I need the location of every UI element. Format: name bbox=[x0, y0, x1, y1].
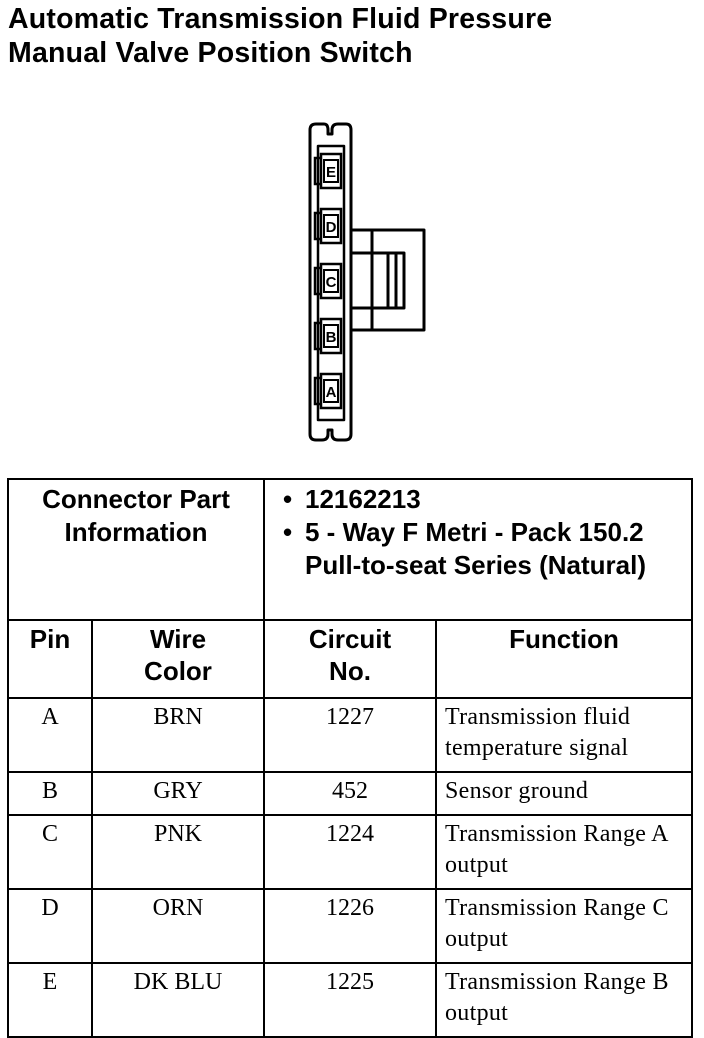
circuit-cell: 1225 bbox=[263, 962, 437, 1038]
wire-color-cell: ORN bbox=[91, 888, 265, 964]
part-number: 12162213 bbox=[305, 484, 421, 514]
pin-cavity-a: A bbox=[313, 372, 343, 410]
circuit-cell: 1226 bbox=[263, 888, 437, 964]
connector-diagram: E D C B A bbox=[308, 122, 426, 442]
table-row: E DK BLU 1225 Transmission Range B outpu… bbox=[7, 962, 694, 1038]
pin-cavity-e: E bbox=[313, 152, 343, 190]
info-label: Connector Part Information bbox=[7, 478, 265, 621]
pin-cavity-c: C bbox=[313, 262, 343, 300]
table-row: D ORN 1226 Transmission Range C output bbox=[7, 888, 694, 964]
circuit-cell: 1227 bbox=[263, 697, 437, 773]
circuit-cell: 452 bbox=[263, 771, 437, 816]
table-row: C PNK 1224 Transmission Range A output bbox=[7, 814, 694, 890]
pin-label: C bbox=[326, 274, 337, 291]
wire-color-cell: PNK bbox=[91, 814, 265, 890]
title-line-1: Automatic Transmission Fluid Pressure bbox=[8, 3, 553, 35]
info-item-description: • 5 - Way F Metri - Pack 150.2 Pull-to-s… bbox=[283, 516, 685, 582]
pin-cell: E bbox=[7, 962, 93, 1038]
info-row: Connector Part Information • 12162213 • … bbox=[7, 478, 694, 621]
connector-housing bbox=[308, 122, 353, 442]
circuit-cell: 1224 bbox=[263, 814, 437, 890]
info-label-line-2: Information bbox=[64, 517, 208, 547]
pin-cavity-d: D bbox=[313, 207, 343, 245]
pin-label: D bbox=[326, 219, 337, 236]
function-cell: Transmission Range A output bbox=[434, 814, 694, 890]
info-item-part-number: • 12162213 bbox=[283, 483, 685, 516]
header-pin: Pin bbox=[7, 619, 93, 699]
pin-cell: D bbox=[7, 888, 93, 964]
pin-label: B bbox=[326, 329, 337, 346]
pin-cell: A bbox=[7, 697, 93, 773]
page-title: Automatic Transmission Fluid Pressure Ma… bbox=[8, 2, 698, 70]
pin-cell: C bbox=[7, 814, 93, 890]
connector-description: 5 - Way F Metri - Pack 150.2 Pull-to-sea… bbox=[305, 517, 646, 580]
title-line-2: Manual Valve Position Switch bbox=[8, 37, 413, 69]
connector-pin-table: Connector Part Information • 12162213 • … bbox=[7, 478, 694, 1038]
pin-label: A bbox=[326, 384, 337, 401]
function-cell: Sensor ground bbox=[434, 771, 694, 816]
function-cell: Transmission fluid temperature signal bbox=[434, 697, 694, 773]
wire-color-cell: BRN bbox=[91, 697, 265, 773]
function-cell: Transmission Range B output bbox=[434, 962, 694, 1038]
header-function: Function bbox=[434, 619, 694, 699]
bullet-icon: • bbox=[283, 484, 293, 514]
info-label-line-1: Connector Part bbox=[42, 484, 230, 514]
pin-cavity-b: B bbox=[313, 317, 343, 355]
pin-label: E bbox=[326, 164, 336, 181]
table-row: B GRY 452 Sensor ground bbox=[7, 771, 694, 816]
bullet-icon: • bbox=[283, 517, 293, 547]
function-cell: Transmission Range C output bbox=[434, 888, 694, 964]
info-list: • 12162213 • 5 - Way F Metri - Pack 150.… bbox=[262, 478, 694, 621]
connector-side-latch bbox=[351, 228, 426, 332]
wire-color-cell: GRY bbox=[91, 771, 265, 816]
wire-color-cell: DK BLU bbox=[91, 962, 265, 1038]
pin-cell: B bbox=[7, 771, 93, 816]
table-row: A BRN 1227 Transmission fluid temperatur… bbox=[7, 697, 694, 773]
